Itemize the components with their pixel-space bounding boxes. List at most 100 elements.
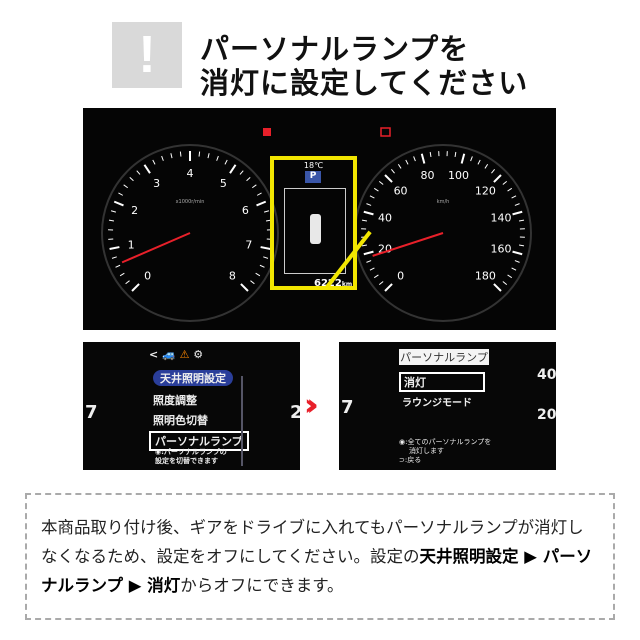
gauge-tick [454,151,457,158]
submenu-header: パーソナルランプ [399,349,489,365]
double-chevron-right-icon: ›› [304,388,318,423]
gauge-tick [507,274,513,279]
gauge-tick [512,250,523,256]
gauge-tick [413,156,416,162]
gauge-tick [229,164,237,174]
screen-submenu-photo: 7 40 20 パーソナルランプ 消灯 ラウンジモード ◉:全てのパーソナルラン… [339,342,556,470]
gauge-tick [179,151,182,157]
gauge-needle [121,232,191,264]
gauge-label: 3 [153,177,160,190]
gauge-tick [161,155,164,161]
temperature: 18℃ [303,161,324,170]
gauge-tick [491,168,495,174]
scrollbar[interactable] [241,376,243,466]
gauge-tick [366,203,372,206]
gauge-label: 7 [245,239,252,252]
gauge-tick [366,260,372,263]
path-step-1: 天井照明設定 [419,547,519,566]
gauge-tick [493,283,502,292]
gauge-tick [136,170,141,175]
gauge-tick [263,256,269,259]
gauge-tick [507,187,513,192]
gauge-tick [240,283,249,292]
gauge-tick [502,281,508,285]
gauge-tick [109,246,120,250]
gauge-label: 180 [475,269,496,282]
gauge-label: 100 [448,169,469,182]
description-text: からオフにできます。 [180,576,344,595]
gauge-tick [115,264,121,268]
gauge-tick [363,210,374,216]
submenu-hint: ◉:全てのパーソナルランプを [399,438,492,446]
gauge-label: 8 [229,269,236,282]
gauge-tick [369,267,375,271]
gauge-tick [397,163,402,169]
gauge-tick [373,187,379,192]
gauge-label: 2 [131,204,138,217]
gauge-tick [420,153,426,164]
path-step-3: 消灯 [147,576,181,595]
gauge-tick [143,164,151,174]
gauge-label: 20 [537,407,556,423]
submenu-hint: 消灯します [409,447,444,455]
gauge-tick [502,181,508,185]
gauge-tick [361,219,368,222]
gauge-tick [255,272,261,277]
gauge-label: 40 [537,367,556,383]
door-status-panel [284,188,346,274]
description-box: 本商品取り付け後、ギアをドライブに入れてもパーソナルランプが消灯しなくなるため、… [25,493,615,620]
gauge-tick [378,281,384,285]
gauge-unit: x1000r/min [176,199,205,205]
gauge-tick [129,176,134,182]
submenu-item-selected[interactable]: 消灯 [399,372,485,392]
gauge-label: 160 [490,243,511,256]
gauge-tick [511,267,517,271]
gauge-tick [170,153,173,159]
title-line-2: 消灯に設定してください [200,66,529,100]
gauge-tick [246,176,251,182]
gauge-label: 80 [420,169,434,182]
gauge-tick [119,272,125,277]
gauge-tick [224,159,228,165]
gauge-tick [239,170,244,175]
gauge-tick [518,244,525,247]
menu-item[interactable]: 照度調整 [153,394,197,407]
menu-item-selected[interactable]: パーソナルランプ [149,431,249,451]
screen-menu-photo: 7 2 < 🚙 ⚠ ⚙ 天井照明設定 照度調整 照明色切替 パーソナルランプ ◉… [83,342,300,470]
gauge-tick [131,283,140,292]
gauge-tick [216,155,219,161]
title-line-1: パーソナルランプを [200,32,470,66]
description-text: 本商品取り付け後、ギアをドライブに入れてもパーソナルランプが消灯しなくなるため、… [41,518,584,566]
gauge-tick [207,153,210,159]
gauge-tick [259,264,265,268]
gauge-tick [198,151,201,157]
gauge-label: 0 [397,269,404,282]
gauge-tick [256,200,267,207]
gear-indicator: P [305,171,321,183]
gauge-tick [405,159,409,165]
gauge-tick [514,260,520,263]
gauge-tick [518,219,525,222]
warning-light-icon [263,128,271,136]
gauge-tick [429,151,432,158]
gauge-tick [108,219,115,222]
gauge-tick [477,159,481,165]
submenu-item[interactable]: ラウンジモード [402,398,472,409]
gauge-tick [250,280,255,285]
gauge-needle [372,232,444,257]
gauge-label: 1 [128,239,135,252]
gauge-tick [263,210,270,213]
menu-item[interactable]: 照明色切替 [153,414,208,427]
gauge-tick [123,184,128,189]
gauge-tick [514,203,520,206]
gauge-tick [363,250,374,256]
gauge-label: 2 [290,402,300,423]
gauge-tick [373,274,379,279]
gauge-unit: km/h [437,199,450,205]
gauge-tick [512,210,523,216]
gauge-tick [111,256,117,259]
gauge-tick [110,210,117,213]
gauge-label: 140 [490,211,511,224]
gauge-tick [152,159,156,165]
menu-header: 天井照明設定 [153,370,233,386]
